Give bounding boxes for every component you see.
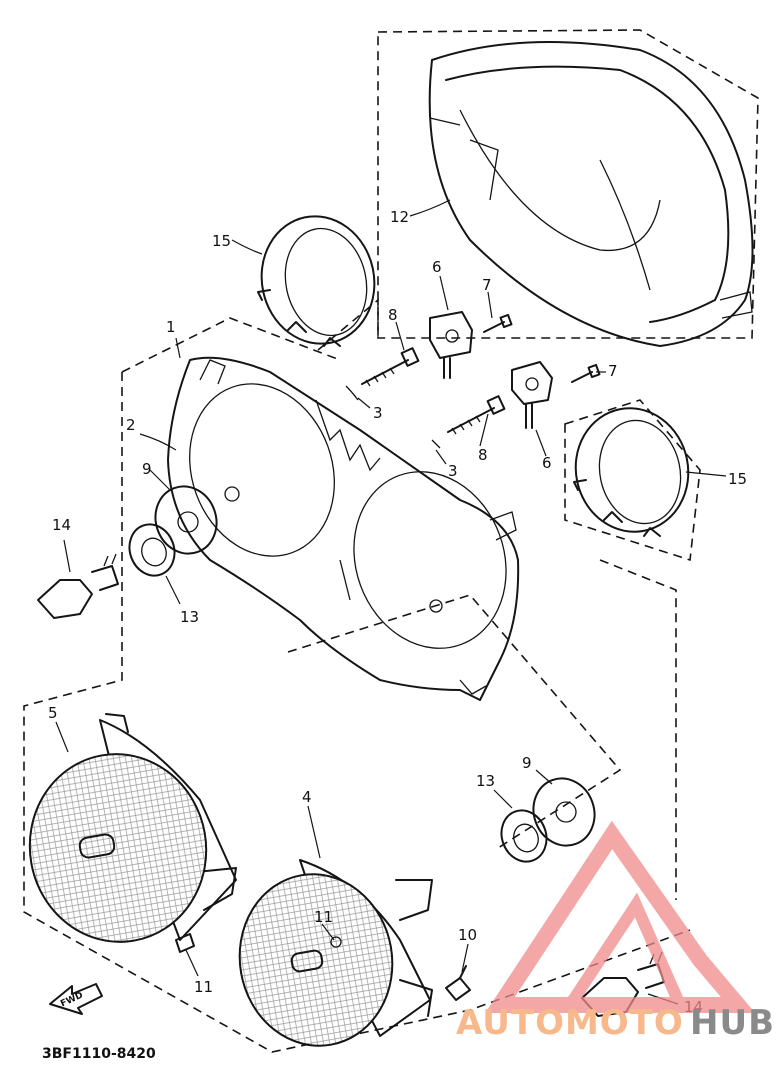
- headlight-unit-part-5: [28, 713, 237, 943]
- callout-14: 14: [52, 516, 71, 534]
- callout-8: 8: [478, 446, 488, 464]
- bulb-socket-part-9-lower: [532, 777, 596, 847]
- callout-13: 13: [476, 772, 495, 790]
- callout-11: 11: [314, 908, 333, 926]
- clip-part-3-lower: [431, 439, 441, 449]
- callout-6: 6: [432, 258, 442, 276]
- callout-1: 1: [166, 318, 176, 336]
- callout-7: 7: [608, 362, 618, 380]
- bulb-part-14-left: [37, 553, 119, 619]
- callout-15: 15: [212, 232, 231, 250]
- callout-6: 6: [542, 454, 552, 472]
- callout-7: 7: [482, 276, 492, 294]
- callout-9: 9: [142, 460, 152, 478]
- cover-ring-part-15-right: [573, 407, 690, 537]
- callout-labels: 1 2 3 3 4 5 6 6 7 7 8 8 9 9 10 11 11 12 …: [48, 208, 747, 1016]
- callout-12: 12: [390, 208, 409, 226]
- callout-10: 10: [458, 926, 477, 944]
- housing-part-2: [167, 356, 520, 701]
- bulb-socket-part-9-upper: [154, 485, 218, 555]
- fwd-direction-arrow: FWD: [49, 983, 103, 1015]
- watermark-logo: [485, 820, 756, 1013]
- clip-part-3-upper: [345, 385, 359, 401]
- watermark-brand-left: AUTOMOTO: [456, 1003, 684, 1043]
- callout-8: 8: [388, 306, 398, 324]
- callout-13: 13: [180, 608, 199, 626]
- assembly-dashed-outlines: [23, 29, 759, 1053]
- screw-part-7-left: [483, 313, 513, 333]
- bracket-part-6-left: [429, 311, 473, 379]
- retainer-part-13-upper: [128, 523, 176, 577]
- cover-ring-part-15-upper: [257, 215, 376, 347]
- callout-11: 11: [194, 978, 213, 996]
- retainer-part-13-lower: [500, 809, 548, 863]
- callout-3: 3: [448, 462, 458, 480]
- callout-3: 3: [373, 404, 383, 422]
- bolt-part-8-upper: [361, 347, 420, 387]
- screw-part-11-left: [175, 933, 195, 953]
- callout-4: 4: [302, 788, 312, 806]
- cowling-part-12: [428, 41, 754, 347]
- callout-15: 15: [728, 470, 747, 488]
- bracket-part-6-right: [511, 361, 553, 429]
- leader-lines: [55, 199, 727, 1005]
- callout-5: 5: [48, 704, 58, 722]
- watermark-brand-right: HUB: [690, 1003, 775, 1043]
- screw-part-11-lens: [330, 936, 342, 948]
- callout-2: 2: [126, 416, 136, 434]
- screw-part-7-right: [571, 363, 601, 383]
- diagram-code: 3BF1110-8420: [42, 1046, 156, 1062]
- bolt-part-8-lower: [447, 395, 506, 435]
- callout-9: 9: [522, 754, 532, 772]
- watermark-brand: AUTOMOTO HUB: [456, 1003, 775, 1043]
- headlight-unit-part-4: [238, 859, 433, 1047]
- socket-part-10: [445, 965, 471, 1001]
